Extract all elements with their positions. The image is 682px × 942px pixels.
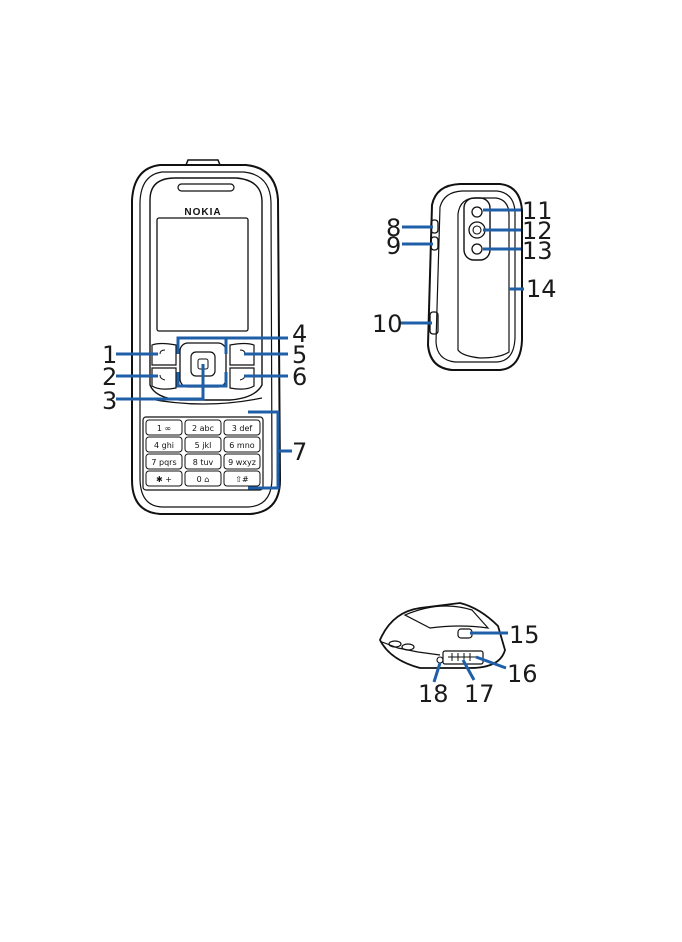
camera-lens xyxy=(469,222,485,238)
callout-13: 13 xyxy=(522,237,553,265)
keypad-key-label: 2 abc xyxy=(192,424,214,433)
end-key xyxy=(230,368,254,389)
keypad-key-label: 9 wxyz xyxy=(228,458,256,467)
keypad-key-label: ✱ + xyxy=(156,475,172,484)
brand-logo: NOKIA xyxy=(184,207,221,218)
earpiece xyxy=(178,184,234,191)
phone-bottom-view xyxy=(380,603,505,668)
callout-15: 15 xyxy=(509,621,540,649)
call-key xyxy=(152,368,176,389)
callout-3: 3 xyxy=(102,387,117,415)
keypad-key-label: 3 def xyxy=(232,424,253,433)
keypad-key-label: ⇧# xyxy=(235,475,249,484)
keypad-key-label: 4 ghi xyxy=(154,441,174,450)
keypad-key-label: 6 mno xyxy=(229,441,254,450)
keypad-keys: 1 ∞ 2 abc 3 def 4 ghi 5 jkl 6 mno 7 pqrs 8 tuv 9… xyxy=(146,420,260,486)
headset-connector xyxy=(458,629,472,638)
camera-flash xyxy=(472,207,482,217)
loudspeaker xyxy=(472,244,482,254)
phone-back-view xyxy=(428,184,522,370)
keypad: 1 ∞ 2 abc 3 def 4 ghi 5 jkl 6 mno 7 pqrs 8 tuv 9… xyxy=(143,417,263,490)
callout-17: 17 xyxy=(464,680,495,708)
keypad-key-label: 8 tuv xyxy=(193,458,214,467)
display xyxy=(157,218,248,331)
callout-6: 6 xyxy=(292,363,307,391)
callout-18: 18 xyxy=(418,680,449,708)
callout-9: 9 xyxy=(386,232,401,260)
keypad-key-label: 5 jkl xyxy=(195,441,212,450)
keypad-key-label: 7 pqrs xyxy=(151,458,176,467)
callout-16: 16 xyxy=(507,660,538,688)
keypad-key-label: 1 ∞ xyxy=(157,424,171,433)
callout-7: 7 xyxy=(292,438,307,466)
callout-14: 14 xyxy=(526,275,557,303)
charger-connector xyxy=(437,657,443,663)
keypad-key-label: 0 ⌂ xyxy=(197,475,210,484)
callout-10: 10 xyxy=(372,310,403,338)
